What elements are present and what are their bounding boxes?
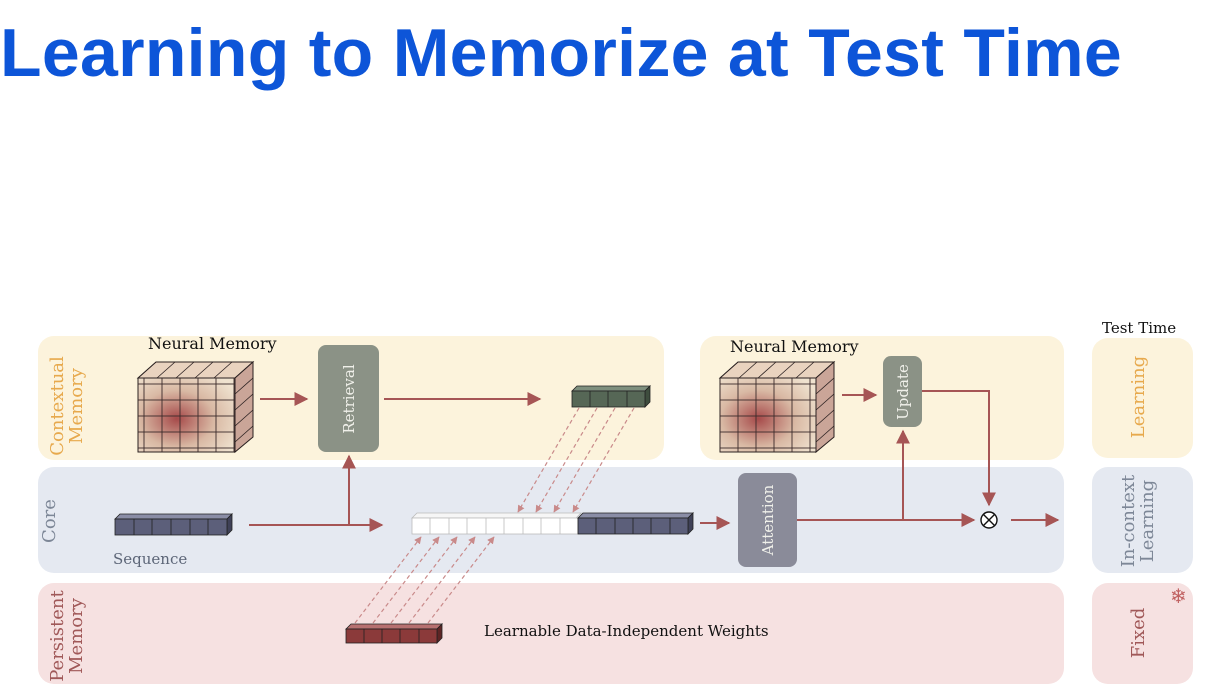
- attention-box: Attention: [738, 473, 797, 567]
- input-sequence-vector: [114, 513, 233, 536]
- concatenated-sequence: [411, 512, 694, 535]
- fixed-band: [1092, 583, 1193, 684]
- retrieved-memory-vector: [571, 385, 651, 408]
- retrieval-box: Retrieval: [318, 345, 379, 452]
- weights-label: Learnable Data-Independent Weights: [484, 622, 769, 640]
- snowflake-icon: ❄: [1170, 584, 1187, 608]
- sequence-label: Sequence: [113, 550, 188, 568]
- slide-title: Learning to Memorize at Test Time: [0, 15, 1123, 91]
- in-context-learning-band: [1092, 467, 1193, 573]
- neural-memory-cube-left: [136, 360, 255, 454]
- persistent-weights-vector: [345, 623, 443, 644]
- test-time-header: Test Time: [1102, 319, 1177, 337]
- update-box: Update: [883, 356, 922, 427]
- persistent-memory-band: [38, 583, 1064, 684]
- neural-memory-label-left: Neural Memory: [148, 334, 277, 353]
- arrow-update-to-combine: [922, 390, 996, 507]
- combine-operator-cross: [983, 514, 995, 526]
- neural-memory-label-right: Neural Memory: [730, 337, 859, 356]
- neural-memory-cube-right: [718, 360, 836, 454]
- learning-band: [1092, 338, 1193, 458]
